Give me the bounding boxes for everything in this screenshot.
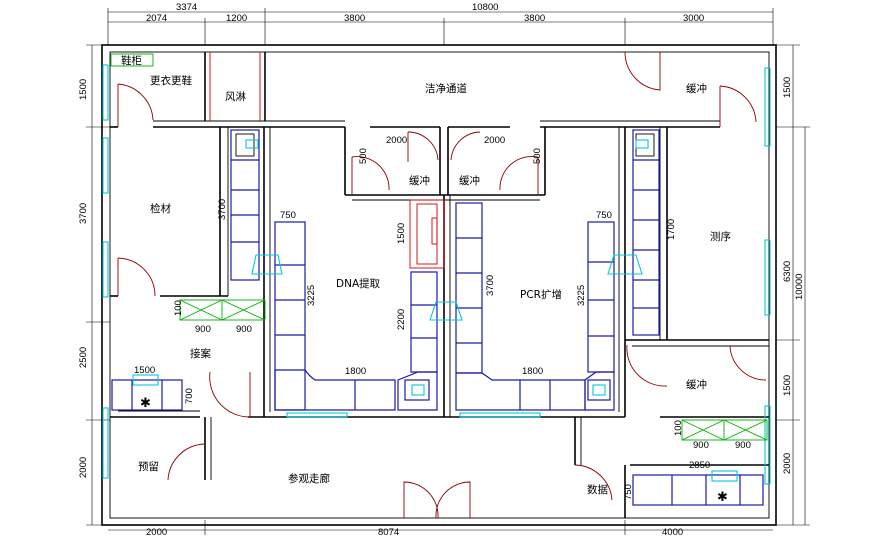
- pass-box: [409, 199, 445, 269]
- dim-inner-3225-left: 3225: [306, 285, 317, 306]
- room-buffer-lower-right: 缓冲: [686, 378, 707, 391]
- dim-right-1500-top: 1500: [782, 77, 793, 98]
- room-dna-extraction: DNA提取: [336, 278, 381, 290]
- dim-inner-750-left: 750: [280, 210, 296, 221]
- dim-bottom-2000: 2000: [146, 527, 167, 537]
- exterior-walls: [101, 44, 777, 526]
- dimension-lines: [86, 8, 810, 535]
- dim-right-1500-mid: 1500: [782, 375, 793, 396]
- dim-right-2000: 2000: [782, 453, 793, 474]
- room-inspection: 检材: [150, 202, 171, 215]
- dim-top-2074: 2074: [146, 13, 167, 24]
- dim-inner-1500-recv: 1500: [134, 365, 155, 376]
- dim-inner-900-c: 900: [693, 440, 709, 451]
- dim-inner-3700-pcr: 3700: [485, 275, 496, 296]
- room-clean-corridor: 洁净通道: [425, 82, 467, 95]
- dim-left-3700: 3700: [78, 203, 89, 224]
- doors: [117, 51, 767, 519]
- room-reserved: 预留: [138, 460, 159, 473]
- dim-top-1200: 1200: [226, 13, 247, 24]
- equipment-hoods: [132, 139, 738, 482]
- room-shoe-cabinet: 鞋柜: [121, 54, 142, 67]
- dim-inner-900-a: 900: [195, 324, 211, 335]
- dim-left-2500: 2500: [78, 347, 89, 368]
- sink-mark-right: ✱: [717, 490, 728, 505]
- dim-left-1500: 1500: [78, 79, 89, 100]
- room-air-shower: 风淋: [225, 90, 246, 103]
- room-changing: 更衣更鞋: [150, 74, 192, 87]
- dim-inner-3700-left: 3700: [217, 199, 228, 220]
- dim-top-3800-a: 3800: [344, 13, 365, 24]
- lab-benches: [111, 129, 764, 506]
- dim-inner-1800-left: 1800: [345, 366, 366, 377]
- dim-inner-750-data: 750: [623, 484, 634, 500]
- dim-right-6300: 6300: [782, 261, 793, 282]
- room-buffer-top-right: 缓冲: [686, 82, 707, 95]
- room-sequencing: 测序: [710, 230, 731, 243]
- dim-top-3000: 3000: [683, 13, 704, 24]
- dim-inner-750-right: 750: [596, 210, 612, 221]
- dim-top-3800-b: 3800: [524, 13, 545, 24]
- dim-inner-2200: 2200: [396, 309, 407, 330]
- dim-inner-2850: 2850: [689, 460, 710, 471]
- dim-inner-3225-right: 3225: [576, 285, 587, 306]
- dim-inner-2000-right: 2000: [484, 135, 505, 146]
- dim-left-2000: 2000: [78, 457, 89, 478]
- dim-inner-900-b: 900: [236, 324, 252, 335]
- room-data: 数据: [587, 483, 608, 496]
- dim-inner-1700: 1700: [666, 219, 677, 240]
- dim-bottom-4000: 4000: [662, 527, 683, 537]
- room-buffer-right: 缓冲: [459, 174, 480, 187]
- dim-inner-700: 700: [184, 388, 195, 404]
- interior-walls: [110, 52, 769, 518]
- dim-bottom-8074: 8074: [378, 527, 399, 537]
- dim-inner-1800-right: 1800: [522, 366, 543, 377]
- dim-top-total-right: 10800: [472, 2, 498, 13]
- room-buffer-left: 缓冲: [409, 174, 430, 187]
- room-visitor-corridor: 参观走廊: [288, 472, 330, 485]
- dim-inner-1500: 1500: [396, 223, 407, 244]
- dim-inner-500-left: 500: [358, 148, 369, 164]
- dim-inner-2000-left: 2000: [386, 135, 407, 146]
- dim-inner-500-right: 500: [532, 148, 543, 164]
- shelves: [110, 53, 768, 441]
- dim-top-total-left: 3374: [176, 2, 197, 13]
- room-reception: 接案: [190, 347, 211, 360]
- room-pcr: PCR扩增: [520, 288, 562, 301]
- dim-inner-100-left: 100: [173, 300, 184, 316]
- dim-right-10000: 10000: [794, 274, 805, 300]
- dim-inner-900-d: 900: [735, 440, 751, 451]
- windows: [102, 64, 771, 485]
- dim-inner-100-right: 100: [673, 420, 684, 436]
- sink-mark-left: ✱: [140, 396, 151, 411]
